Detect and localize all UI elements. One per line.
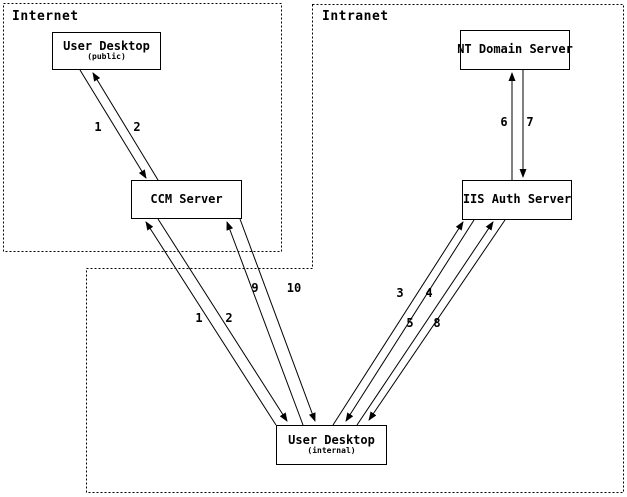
node-title: IIS Auth Server	[462, 192, 572, 207]
node-title: NT Domain Server	[457, 42, 573, 57]
node-title: CCM Server	[150, 191, 223, 206]
node-title: User Desktop	[288, 433, 375, 447]
flow-label-1-internal: 1	[195, 311, 203, 325]
node-user-desktop-public: User Desktop (public)	[52, 32, 161, 70]
arrow-1-public-desktop-to-ccm	[79, 69, 147, 179]
arrow-4-iis-to-internal-desktop	[345, 219, 475, 422]
flow-label-8: 8	[433, 316, 441, 330]
internet-zone-label: Internet	[12, 9, 79, 24]
flow-label-1-public: 1	[94, 120, 102, 134]
flow-label-6: 6	[500, 115, 508, 129]
flow-label-7: 7	[526, 115, 534, 129]
node-iis-auth-server: IIS Auth Server	[462, 180, 572, 220]
arrow-1-internal-desktop-to-ccm	[145, 221, 277, 426]
node-subtitle: (public)	[87, 52, 126, 62]
flow-label-2-public: 2	[133, 120, 141, 134]
flow-label-5: 5	[406, 316, 414, 330]
arrow-2-ccm-to-public-desktop	[92, 72, 159, 181]
flow-label-3: 3	[396, 286, 404, 300]
node-title: User Desktop	[63, 39, 150, 53]
arrow-2-ccm-to-internal-desktop	[157, 218, 288, 422]
arrow-10-ccm-to-internal-desktop	[239, 218, 316, 422]
node-ccm-server: CCM Server	[131, 180, 242, 219]
flow-label-9: 9	[251, 281, 259, 295]
arrow-8-iis-to-internal-desktop	[368, 219, 506, 421]
flow-label-2-internal: 2	[225, 311, 233, 325]
node-nt-domain-server: NT Domain Server	[457, 30, 573, 70]
node-user-desktop-internal: User Desktop (internal)	[276, 425, 387, 465]
flow-label-4: 4	[425, 286, 433, 300]
intranet-zone-border	[86, 4, 624, 493]
flow-label-10: 10	[286, 281, 302, 295]
node-subtitle: (internal)	[307, 446, 356, 456]
arrow-5-internal-desktop-to-iis	[356, 221, 494, 426]
internet-zone-border	[3, 3, 282, 252]
intranet-zone-label: Intranet	[322, 9, 389, 24]
arrow-9-internal-desktop-to-ccm	[226, 221, 304, 426]
arrow-3-internal-desktop-to-iis	[332, 221, 464, 426]
